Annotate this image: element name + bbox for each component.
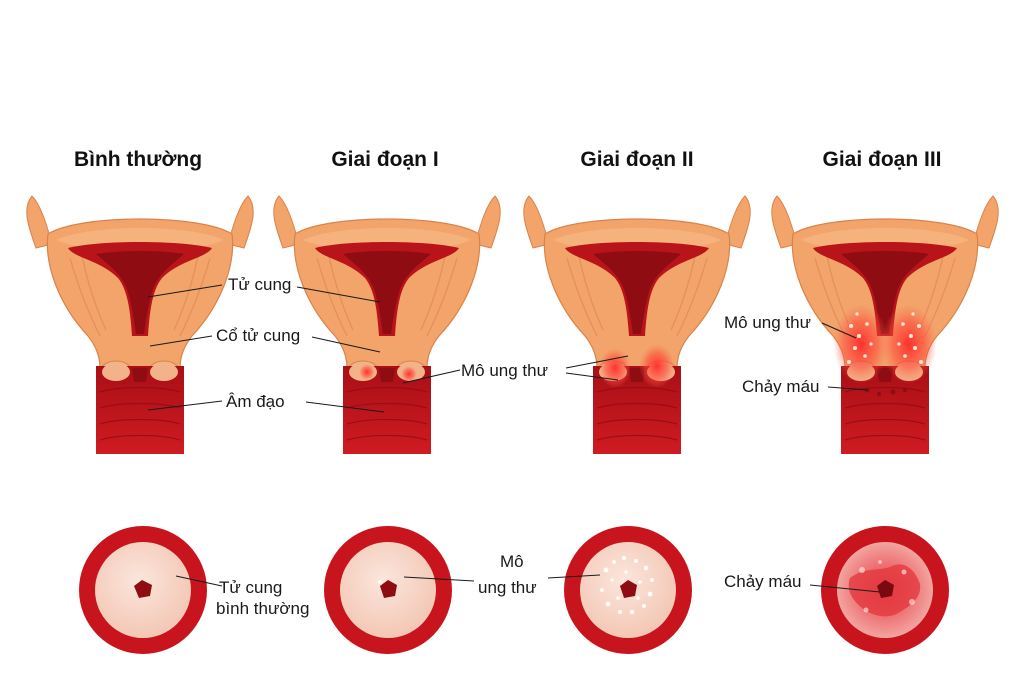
- cervical-os: [620, 580, 637, 598]
- label-vagina: Âm đạo: [226, 392, 285, 411]
- cervix-view-stage-3: [821, 526, 949, 654]
- leader-cervix-stage1: [311, 336, 381, 353]
- cervical-os: [134, 580, 152, 598]
- leader-uterus-normal: [147, 284, 223, 298]
- title-stage-3: Giai đoạn III: [822, 148, 941, 171]
- leader-normal-cervix: [175, 575, 223, 587]
- leader-vagina-normal: [147, 400, 223, 411]
- tumor-area: [639, 344, 675, 388]
- leader-tumor-top-stage1: [403, 576, 475, 582]
- label-normal-cervix-line1: Tử cung: [219, 578, 282, 597]
- leader-tumor-top-stage2: [547, 574, 601, 579]
- leader-tumor-stage1: [402, 369, 461, 384]
- title-stage-1: Giai đoạn I: [331, 148, 438, 171]
- tumor-dots: [600, 555, 654, 615]
- tumor-area: [599, 348, 631, 388]
- label-tumor-top-line2: ung thư: [478, 578, 537, 597]
- title-stage-2: Giai đoạn II: [580, 148, 693, 171]
- leader-bleeding-top: [809, 584, 881, 593]
- cervix-view-stage-2: [564, 526, 692, 654]
- leader-uterus-stage1: [296, 286, 381, 303]
- label-tumor-top-line1: Mô: [500, 552, 524, 571]
- uterus-stage-3: [771, 195, 999, 455]
- cervix-view-stage-1: [324, 526, 452, 654]
- leader-tumor-stage2-b: [565, 372, 619, 381]
- cervical-os: [380, 580, 397, 598]
- leader-tumor-stage3: [821, 322, 857, 339]
- leader-vagina-stage1: [305, 401, 385, 413]
- title-normal: Bình thường: [74, 148, 202, 171]
- label-uterus: Tử cung: [228, 275, 291, 294]
- leader-bleeding-stage3: [827, 386, 869, 391]
- uterus-stage-2: [523, 195, 751, 455]
- label-bleeding-top: Chảy máu: [724, 572, 801, 591]
- tumor-spot: [401, 366, 417, 382]
- cervical-os: [877, 580, 894, 598]
- leader-tumor-stage2-a: [565, 355, 629, 369]
- uterus-stage-1: [273, 195, 501, 455]
- tumor-spot: [359, 364, 375, 380]
- tumor-area: [833, 304, 889, 384]
- label-bleeding-stage3: Chảy máu: [742, 377, 819, 396]
- label-normal-cervix-line2: bình thường: [216, 599, 309, 618]
- label-tumor-stage2: Mô ung thư: [461, 361, 548, 380]
- label-cervix: Cổ tử cung: [216, 326, 300, 345]
- tumor-dots: [847, 312, 923, 364]
- cervix-view-normal: [79, 526, 207, 654]
- tumor-area: [881, 304, 937, 384]
- label-tumor-stage3: Mô ung thư: [724, 313, 811, 332]
- uterus-normal: [26, 195, 254, 455]
- leader-cervix-normal: [149, 335, 213, 347]
